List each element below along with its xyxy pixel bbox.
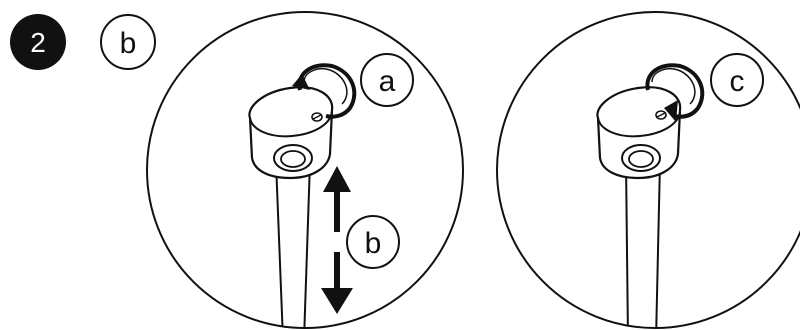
- screw-right: [655, 110, 667, 120]
- slide-arrow-b: [321, 166, 353, 314]
- callout-a: a: [360, 53, 414, 107]
- collar-right: [596, 86, 682, 180]
- rod-right: [625, 161, 661, 328]
- step-variant-text: b: [120, 27, 137, 60]
- detail-circle-left: a b: [146, 11, 464, 329]
- step-variant-badge: b: [100, 14, 156, 70]
- collar-left: [248, 86, 334, 180]
- step-number-text: 2: [30, 27, 46, 58]
- rotate-arrow-a: [292, 63, 357, 119]
- callout-b-text: b: [365, 227, 382, 260]
- callout-a-text: a: [379, 65, 396, 98]
- callout-c-text: c: [730, 65, 745, 98]
- callout-b: b: [346, 215, 400, 269]
- rotate-arrow-c: [645, 63, 705, 122]
- step-number-badge: 2: [10, 14, 66, 70]
- callout-c: c: [710, 53, 764, 107]
- screw-left: [311, 112, 323, 122]
- rod-left: [275, 161, 311, 328]
- detail-circle-right: c: [496, 11, 800, 329]
